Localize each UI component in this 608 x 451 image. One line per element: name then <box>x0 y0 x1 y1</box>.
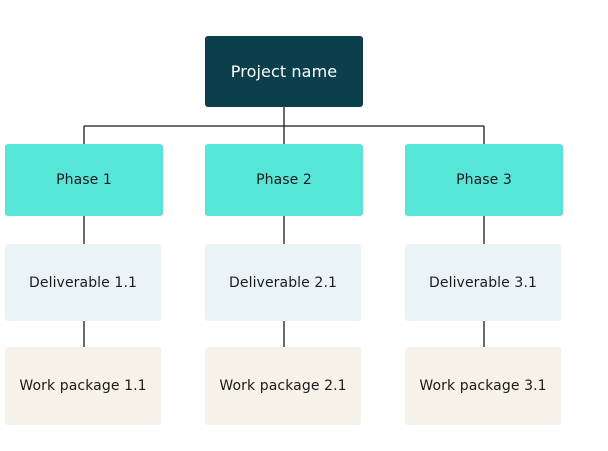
phase-1-label: Phase 1 <box>56 172 112 188</box>
work-package-1-1-node: Work package 1.1 <box>5 347 161 425</box>
work-package-2-1-node: Work package 2.1 <box>205 347 361 425</box>
phase-3-label: Phase 3 <box>456 172 512 188</box>
phase-3-node: Phase 3 <box>405 144 563 216</box>
deliverable-3-1-label: Deliverable 3.1 <box>428 274 537 291</box>
phase-2-label: Phase 2 <box>256 172 312 188</box>
work-package-2-1-label: Work package 2.1 <box>219 378 347 394</box>
work-package-3-1-node: Work package 3.1 <box>405 347 561 425</box>
project-name-node: Project name <box>205 36 363 107</box>
deliverable-3-1-node: Deliverable 3.1 <box>405 244 561 321</box>
deliverable-1-1-label: Deliverable 1.1 <box>28 274 137 291</box>
phase-1-node: Phase 1 <box>5 144 163 216</box>
deliverable-2-1-label: Deliverable 2.1 <box>228 274 337 291</box>
phase-2-node: Phase 2 <box>205 144 363 216</box>
deliverable-2-1-node: Deliverable 2.1 <box>205 244 361 321</box>
work-package-1-1-label: Work package 1.1 <box>19 378 147 394</box>
deliverable-1-1-node: Deliverable 1.1 <box>5 244 161 321</box>
project-name-label: Project name <box>230 62 338 81</box>
work-package-3-1-label: Work package 3.1 <box>419 378 547 394</box>
